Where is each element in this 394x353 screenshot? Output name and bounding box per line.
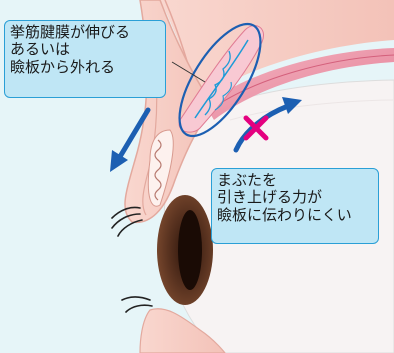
arrow-down-left-icon [110,107,151,172]
callout-levator-issue: 挙筋腱膜が伸びる あるいは 瞼板から外れる [4,20,166,98]
upper-eyelashes [111,206,143,237]
lower-eyelashes [121,296,153,313]
callout-lift-weak: まぶたを 引き上げる力が 瞼板に伝わりにくい [211,168,379,244]
tarsal-plate [147,129,174,207]
leader-line [171,61,206,83]
pupil [178,210,202,290]
lower-eyelid [139,308,226,353]
levator-muscle [205,48,394,120]
aponeurosis-highlight [178,22,264,138]
x-mark-icon [243,115,269,141]
